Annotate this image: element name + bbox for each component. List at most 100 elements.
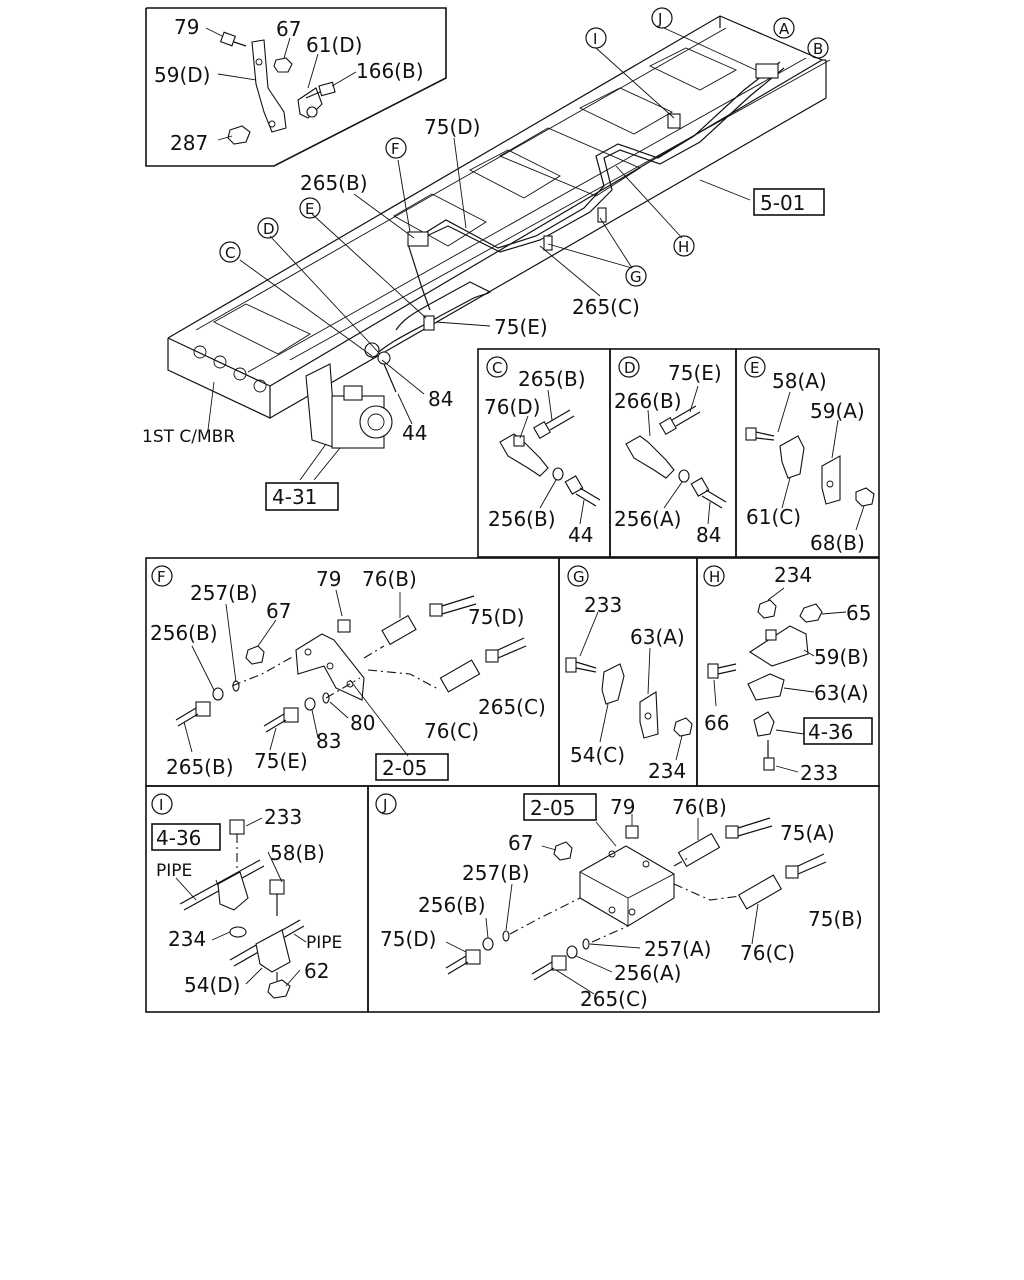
callout-b: B: [807, 37, 829, 59]
panel-g-label-233: 233: [584, 593, 622, 617]
panel-i-ref-box: [151, 823, 221, 851]
panel-j-ref-box: [523, 793, 597, 821]
panel-d-id: D: [624, 359, 636, 377]
panel-f-label-67: 67: [266, 599, 291, 623]
callout-i: I: [585, 27, 607, 49]
callout-j: J: [651, 7, 673, 29]
panel-g-id: G: [573, 568, 585, 586]
panel-j-label-75d: 75(D): [380, 927, 436, 951]
panel-h-ref: 4-36: [808, 720, 853, 744]
panel-h-id: H: [709, 568, 720, 586]
callout-f: F: [385, 137, 407, 159]
panel-h-label-234: 234: [774, 563, 812, 587]
panel-f-label-265c: 265(C): [478, 695, 546, 719]
panel-f-label-76b: 76(B): [362, 567, 417, 591]
panel-g-label-54c: 54(C): [570, 743, 625, 767]
callout-letter: E: [305, 200, 314, 218]
panel-e-label-61c: 61(C): [746, 505, 801, 529]
ref-5-01: 5-01: [760, 191, 805, 215]
overview-label-265b: 265(B): [300, 171, 368, 195]
panel-f-label-79: 79: [316, 567, 341, 591]
panel-h-ref-box: [803, 717, 873, 745]
ref-box-5-01: [753, 188, 825, 216]
panel-c-label-256b: 256(B): [488, 507, 556, 531]
panel-i-label-pipe-upper: PIPE: [156, 861, 192, 881]
detail-panel-h: H 234 65 59(B) 66 63(A) 233 4-36: [696, 557, 880, 787]
panel-f-label-75d: 75(D): [468, 605, 524, 629]
overview-label-84: 84: [428, 387, 453, 411]
panel-f-label-80: 80: [350, 711, 375, 735]
panel-j-label-257a: 257(A): [644, 937, 711, 961]
panel-j-label-265c: 265(C): [580, 987, 648, 1011]
callout-letter: B: [813, 40, 823, 58]
panel-i-id: I: [159, 796, 163, 814]
callout-letter: D: [263, 220, 275, 238]
panel-d-label-266b: 266(B): [614, 389, 682, 413]
panel-f-ref-box: [375, 753, 449, 781]
callout-letter: H: [678, 238, 689, 256]
panel-e-label-68b: 68(B): [810, 531, 865, 555]
panel-j-label-256a: 256(A): [614, 961, 681, 985]
panel-j-label-76b: 76(B): [672, 795, 727, 819]
panel-j-id: J: [382, 796, 387, 814]
panel-i-label-62: 62: [304, 959, 329, 983]
callout-a: A: [773, 17, 795, 39]
panel-h-label-59b: 59(B): [814, 645, 869, 669]
panel-i-ref: 4-36: [156, 826, 201, 850]
overview-label-75e: 75(E): [494, 315, 548, 339]
panel-j-label-75a: 75(A): [780, 821, 835, 845]
panel-g-label-63a: 63(A): [630, 625, 685, 649]
panel-f-label-75e: 75(E): [254, 749, 308, 773]
callout-letter: G: [630, 268, 642, 286]
panel-f-label-76c: 76(C): [424, 719, 479, 743]
inset-label-59d: 59(D): [154, 63, 210, 87]
panel-j-ref: 2-05: [530, 796, 575, 820]
panel-c-label-265b: 265(B): [518, 367, 586, 391]
overview-label-75d: 75(D): [424, 115, 480, 139]
panel-i-label-pipe-lower: PIPE: [306, 933, 342, 953]
panel-j-label-67: 67: [508, 831, 533, 855]
callout-letter: A: [779, 20, 790, 38]
detail-panel-c: C 265(B) 76(D) 256(B) 44: [477, 348, 611, 558]
detail-panel-d: D 266(B) 75(E) 256(A) 84: [609, 348, 737, 558]
panel-d-label-256a: 256(A): [614, 507, 681, 531]
panel-e-id: E: [750, 359, 759, 377]
panel-f-label-265b: 265(B): [166, 755, 234, 779]
valve-assembly: [305, 342, 397, 449]
panel-j-label-256b: 256(B): [418, 893, 486, 917]
inset-label-166b: 166(B): [356, 59, 424, 83]
inset-label-67: 67: [276, 17, 301, 41]
callout-e: E: [299, 197, 321, 219]
overview-label-44: 44: [402, 421, 427, 445]
panel-f-label-83: 83: [316, 729, 341, 753]
overview-label-265c: 265(C): [572, 295, 640, 319]
panel-h-label-65: 65: [846, 601, 871, 625]
panel-c-label-44: 44: [568, 523, 593, 547]
inset-label-79: 79: [174, 15, 199, 39]
overview-label-1st-cross-member: 1ST C/MBR: [142, 427, 235, 447]
callout-letter: J: [657, 10, 662, 28]
panel-d-label-75e: 75(E): [668, 361, 722, 385]
detail-panel-j: J: [367, 785, 880, 1013]
panel-f-label-257b: 257(B): [190, 581, 258, 605]
panel-h-label-63a: 63(A): [814, 681, 869, 705]
panel-c-label-76d: 76(D): [484, 395, 540, 419]
overview-frame: 75(D) 265(B) 265(C) 75(E) 84 44 1ST C/MB…: [142, 7, 831, 511]
panel-e-label-58a: 58(A): [772, 369, 827, 393]
panel-i-label-58b: 58(B): [270, 841, 325, 865]
detail-panel-i: I 233 58(B) PIPE 234 PIPE 54(D) 62: [145, 785, 369, 1013]
detail-panel-f: F: [145, 557, 560, 787]
panel-h-label-233: 233: [800, 761, 838, 785]
panel-i-label-54d: 54(D): [184, 973, 240, 997]
callout-letter: I: [593, 30, 597, 48]
panel-j-label-75b: 75(B): [808, 907, 863, 931]
panel-f-label-256b: 256(B): [150, 621, 218, 645]
inset-panel: 79 67 61(D) 59(D) 166(B) 287: [145, 7, 447, 167]
callout-letter: C: [225, 244, 235, 262]
panel-e-label-59a: 59(A): [810, 399, 865, 423]
panel-d-label-84: 84: [696, 523, 721, 547]
panel-i-label-234: 234: [168, 927, 206, 951]
inset-label-287: 287: [170, 131, 208, 155]
panel-f-id: F: [157, 568, 166, 586]
inset-label-61d: 61(D): [306, 33, 362, 57]
